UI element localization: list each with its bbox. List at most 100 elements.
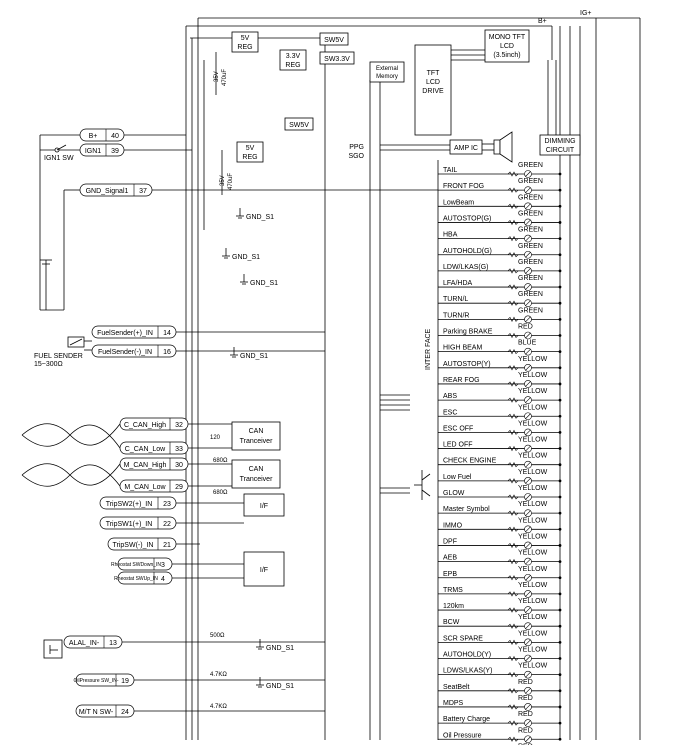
pin-number: 19 [121,678,129,685]
indicator-color: YELLOW [518,372,548,379]
indicator-color: GREEN [518,259,543,266]
pin-name: Rheostat SWUp_IN [114,576,158,582]
reg5v-top-block: 5V REG [231,31,259,53]
pin-name: Rheostat SWDown_IN [111,562,161,568]
cap-mid-label-2: 470uF [228,173,234,190]
pin-name: M_CAN_Low [124,484,166,491]
ground-label: GND_S1 [266,683,294,690]
indicator-color: YELLOW [518,517,548,524]
sw5v-top-label: SW5V [324,37,344,44]
indicator-color: BLUE [518,340,537,347]
indicator-color: YELLOW [518,388,548,395]
ground-label: GND_S1 [266,645,294,652]
cap-mid-label-1: 35V [220,175,226,186]
fuel-sender-art [67,336,92,351]
pin-name: M/T N SW- [79,709,114,716]
reg33v-label-1: 3.3V [286,53,301,60]
ground-icon: GND_S1 [240,274,278,287]
reg33v-block: 3.3V REG [279,49,307,71]
indicator-label: LFA/HDA [443,280,473,287]
indicator-row: AUTOHOLD(Y)YELLOW [438,647,562,663]
connector-pin: FuelSender(-)_IN 16 [91,344,325,358]
indicator-row: AUTOSTOP(Y)YELLOW [438,356,562,372]
if1-block: I/F [243,493,285,517]
ground-label: GND_S1 [246,214,274,221]
pin-name: FuelSender(-)_IN [98,349,152,356]
pin-name: TripSW1(+)_IN [106,521,153,528]
connector-pin: TripSW1(+)_IN 22 [99,516,244,530]
ground-label: GND_S1 [232,254,260,261]
indicator-color: YELLOW [518,614,548,621]
fuel-sender-label-2: 15~300Ω [34,361,63,368]
pin-number: 24 [121,709,129,716]
reg5v-mid-block: 5V REG [236,141,264,163]
indicator-label: GLOW [443,490,465,497]
indicator-label: LowBeam [443,199,474,206]
indicator-color: YELLOW [518,420,548,427]
indicator-label: AEB [443,555,457,562]
r47a-label: 4.7KΩ [210,672,227,678]
amp-ic-block: AMP IC [380,131,513,163]
indicator-color: RED [518,743,533,745]
indicator-color: GREEN [518,210,543,217]
indicator-label: Low Fuel [443,474,472,481]
can2-label-1: CAN [249,466,264,473]
indicator-row: BCW YELLOW [438,614,562,631]
indicator-label: BCW [443,619,460,626]
indicator-label: SCR SPARE [443,635,483,642]
mono-lcd-label-1: MONO TFT [489,34,526,41]
pin-number: 32 [175,422,183,429]
ground-icon: GND_S1 [256,677,294,690]
indicator-color: GREEN [518,275,543,282]
pin-name: ALAL_IN- [69,640,100,647]
indicator-label: DPF [443,538,457,545]
indicator-color: RED [518,711,533,718]
ground-icon: GND_S1 [230,347,268,360]
pin-number: 16 [163,349,171,356]
pin-number: 22 [163,521,171,528]
ext-mem-label-2: Memory [376,74,398,80]
indicator-color: YELLOW [518,582,548,589]
indicator-label: IMMO [443,522,463,529]
indicator-color: GREEN [518,307,543,314]
indicator-label: HIGH BEAM [443,345,482,352]
indicator-color: RED [518,679,533,686]
reg5v-mid-label-2: REG [242,154,257,161]
indicator-color: YELLOW [518,485,548,492]
bus-lines [185,17,641,740]
reg5v-top-label-2: REG [237,44,252,51]
tft-drive-label-1: TFT [427,70,441,77]
fuel-sender-label-1: FUEL SENDER [34,353,83,360]
indicator-color: GREEN [518,194,543,201]
indicator-label: LED OFF [443,442,473,449]
tft-drive-block: TFT LCD DRIVE [414,44,485,136]
alal-sensor-icon [43,639,63,659]
indicator-label: TURN/L [443,296,468,303]
indicator-label: Oil Pressure [443,732,482,739]
mono-lcd-block: MONO TFT LCD (3.5inch) [484,29,530,63]
speaker-cone-icon [499,131,513,163]
indicator-color: YELLOW [518,356,548,363]
r47b-label: 4.7KΩ [210,704,227,710]
